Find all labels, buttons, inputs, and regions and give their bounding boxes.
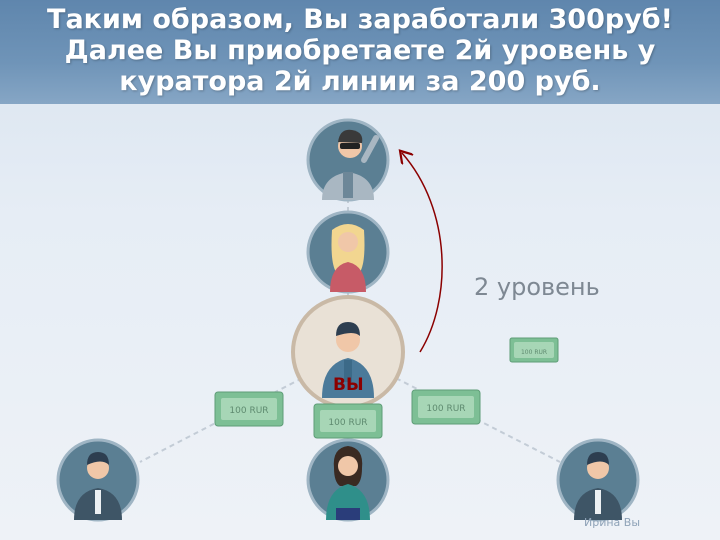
- page-title: Таким образом, Вы заработали 300руб! Дал…: [0, 4, 720, 97]
- referral-middle-avatar[interactable]: [306, 438, 390, 522]
- title-line-2: Далее Вы приобретаете 2й уровень у: [64, 35, 656, 66]
- bill-right: 100 RUR: [411, 389, 481, 425]
- title-line-1: Таким образом, Вы заработали 300руб!: [47, 4, 673, 35]
- you-label: ВЫ: [333, 375, 364, 395]
- curator-level2-avatar[interactable]: [306, 118, 390, 202]
- upgrade-arrow: [402, 153, 443, 353]
- referral-right-avatar[interactable]: [556, 438, 640, 522]
- header-banner: [0, 0, 720, 104]
- bill-floating-label: 100 RUR: [521, 349, 547, 356]
- bill-middle: 100 RUR: [313, 403, 383, 439]
- title-line-3: куратора 2й линии за 200 руб.: [119, 66, 601, 97]
- bill-middle-label: 100 RUR: [328, 418, 367, 428]
- bill-right-label: 100 RUR: [426, 404, 465, 414]
- you-avatar[interactable]: [291, 295, 405, 409]
- bill-floating: 100 RUR: [509, 337, 559, 363]
- bill-left-label: 100 RUR: [229, 406, 268, 416]
- bill-left: 100 RUR: [214, 391, 284, 427]
- curator-level1-avatar[interactable]: [306, 210, 390, 294]
- footer-note: Ирина Вы: [584, 516, 641, 529]
- referral-left-avatar[interactable]: [56, 438, 140, 522]
- level-2-label: 2 уровень: [474, 273, 600, 301]
